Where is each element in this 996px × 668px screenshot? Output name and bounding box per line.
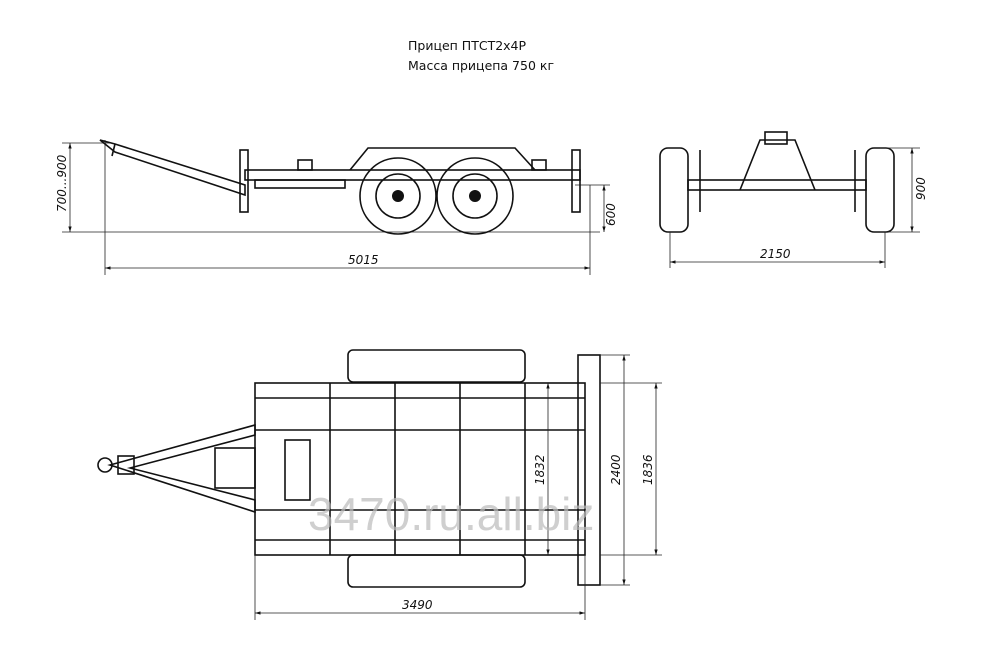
front-height-label: 900 <box>914 177 928 200</box>
frame-height-label: 600 <box>604 203 618 226</box>
track-width-label: 1836 <box>641 454 655 485</box>
watermark: 3470.ru.all.biz <box>308 488 594 540</box>
top-view: 3490 1832 2400 1836 <box>97 349 662 620</box>
overall-width-label: 2400 <box>609 454 623 485</box>
front-width-label: 2150 <box>760 247 791 261</box>
side-length-label: 5015 <box>348 253 379 267</box>
hitch-height-label: 700...900 <box>55 154 69 212</box>
drawing-title: Прицеп ПТСТ2х4Р <box>408 38 527 53</box>
frame-length-label: 3490 <box>402 598 433 612</box>
trailer-mass: Масса прицепа 750 кг <box>408 58 555 73</box>
side-view: 5015 700...900 600 <box>55 139 618 275</box>
frame-width-label: 1832 <box>533 454 547 485</box>
front-view: 2150 900 <box>659 131 928 268</box>
